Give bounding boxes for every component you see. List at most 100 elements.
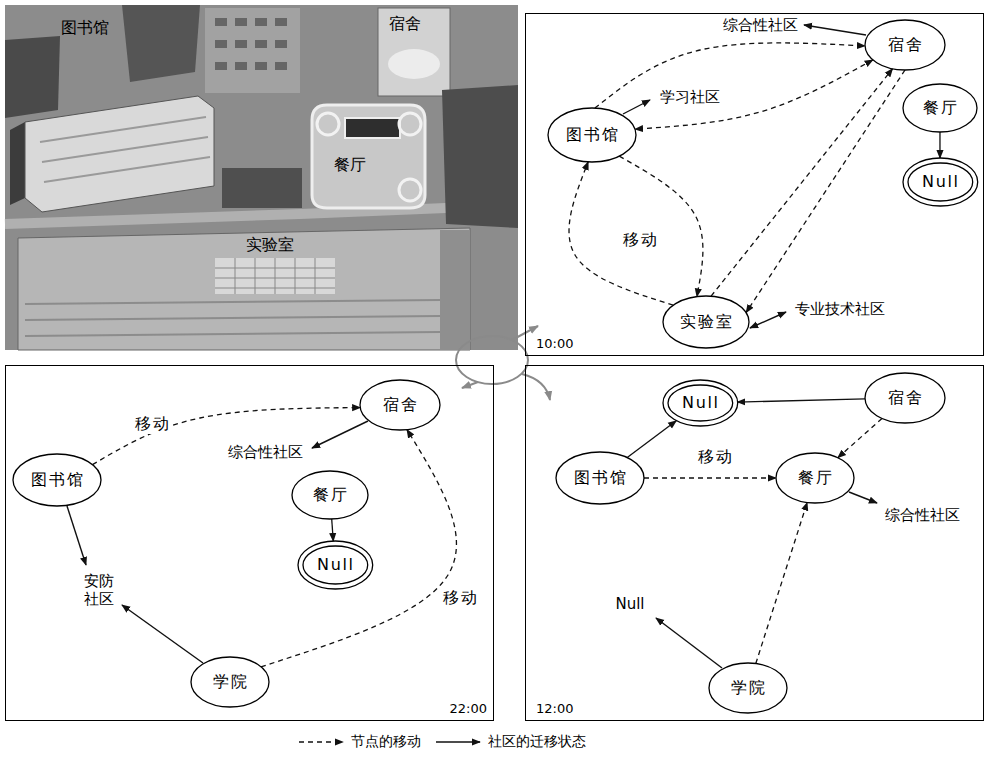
place-name: 图书馆 <box>30 470 84 489</box>
ellipse-outline <box>865 373 945 423</box>
cycle-symbol <box>456 326 550 400</box>
community-label: 学习社区 <box>660 88 720 106</box>
aerial-photo <box>5 207 470 224</box>
time-label: 22:00 <box>450 701 487 717</box>
ellipse-outline <box>903 84 977 132</box>
aerial-photo <box>40 117 210 182</box>
transition-arrow <box>939 132 940 158</box>
community-label: Null <box>615 595 644 613</box>
state-ellipse: Null <box>297 540 374 590</box>
move-arrow <box>756 502 807 663</box>
place-name: 餐厅 <box>797 468 834 487</box>
place-ellipse: 实验室 <box>662 295 750 349</box>
community-label: 安防 社区 <box>82 572 117 608</box>
aerial-photo <box>5 5 518 350</box>
state-ellipse: Null <box>662 379 739 427</box>
transition-arrow <box>332 519 334 541</box>
edge-label: 移动 <box>619 230 662 249</box>
time-label: 12:00 <box>536 701 573 717</box>
aerial-photo <box>378 8 450 96</box>
move-arrow <box>644 477 776 478</box>
photo-label: 餐厅 <box>334 155 366 174</box>
legend-text: 节点的移动 <box>351 733 421 751</box>
aerial-photo <box>215 62 227 70</box>
place-name: 学院 <box>212 672 249 691</box>
aerial-photo <box>235 62 247 70</box>
ellipse-outline <box>13 454 101 506</box>
place-ellipse: 宿舍 <box>864 372 946 424</box>
move-arrow <box>92 408 360 465</box>
place-ellipse: 图书馆 <box>547 107 637 163</box>
aerial-photo <box>5 36 60 118</box>
move-arrow <box>261 430 456 667</box>
community-label: 综合性社区 <box>885 506 960 524</box>
cycle-symbol <box>456 336 528 384</box>
ellipse-inner-outline <box>908 163 973 201</box>
photo-label: 图书馆 <box>61 18 109 37</box>
ellipse-outline <box>360 380 440 430</box>
place-name: 餐厅 <box>922 98 959 117</box>
community-arrow <box>67 506 86 565</box>
ellipse-outline <box>556 452 644 504</box>
ellipse-outline <box>903 158 978 206</box>
place-name: 宿舍 <box>887 35 924 54</box>
ellipse-outline <box>191 657 269 707</box>
legend-sample <box>435 736 483 748</box>
community-arrow <box>849 492 877 503</box>
place-ellipse: 宿舍 <box>359 379 441 431</box>
transition-arrow <box>627 421 676 458</box>
ellipse-outline <box>292 471 368 519</box>
move-arrow <box>635 60 873 129</box>
time-panel: 22:00宿舍图书馆餐厅Null学院 <box>5 365 494 721</box>
place-name: Null <box>680 393 719 412</box>
time-panel: 12:00 Null 宿舍图书馆 餐厅学院 <box>525 365 984 721</box>
aerial-photo <box>312 105 425 208</box>
time-label: 10:00 <box>536 336 573 352</box>
ellipse-inner-outline <box>303 546 368 584</box>
community-arrow <box>804 25 866 35</box>
aerial-photo <box>255 40 267 48</box>
aerial-photo <box>10 122 25 205</box>
transition-arrow <box>737 399 865 402</box>
state-ellipse: Null <box>902 157 979 207</box>
time-panel: 10:00 宿舍图书馆 餐厅 Null 实验室 <box>525 13 984 356</box>
ellipse-outline <box>709 663 787 713</box>
aerial-photo <box>275 62 287 70</box>
place-ellipse: 餐厅 <box>775 452 855 504</box>
place-ellipse: 宿舍 <box>864 19 946 71</box>
move-arrow <box>746 70 905 313</box>
ellipse-outline <box>865 20 945 70</box>
place-ellipse: 图书馆 <box>555 451 645 505</box>
aerial-photo <box>25 96 214 212</box>
aerial-photo <box>5 5 518 350</box>
aerial-photo <box>235 40 247 48</box>
place-name: 图书馆 <box>565 125 619 144</box>
aerial-photo <box>205 8 300 93</box>
aerial-photo <box>18 228 470 350</box>
aerial-photo <box>399 179 421 201</box>
legend-sample <box>299 741 343 742</box>
move-arrow <box>711 69 892 296</box>
ellipse-outline <box>663 380 738 426</box>
aerial-photo <box>442 85 518 228</box>
aerial-photo <box>275 40 287 48</box>
community-arrow <box>656 618 722 668</box>
community-label: 综合性社区 <box>228 443 303 461</box>
cycle-symbol <box>522 374 550 400</box>
aerial-photo <box>215 18 227 26</box>
aerial-photo <box>399 113 421 135</box>
aerial-photo <box>235 18 247 26</box>
place-ellipse: 学院 <box>708 662 788 714</box>
aerial-photo <box>345 118 400 138</box>
edge-label: 移动 <box>439 588 482 607</box>
place-name: 宿舍 <box>887 388 924 407</box>
ellipse-outline <box>776 453 854 503</box>
community-arrow <box>750 312 786 328</box>
aerial-photo <box>222 168 302 208</box>
ellipse-outline <box>298 541 373 589</box>
cycle-symbol <box>462 382 478 388</box>
aerial-photo <box>25 300 440 336</box>
ellipse-outline <box>663 296 749 348</box>
aerial-photo <box>122 5 200 82</box>
